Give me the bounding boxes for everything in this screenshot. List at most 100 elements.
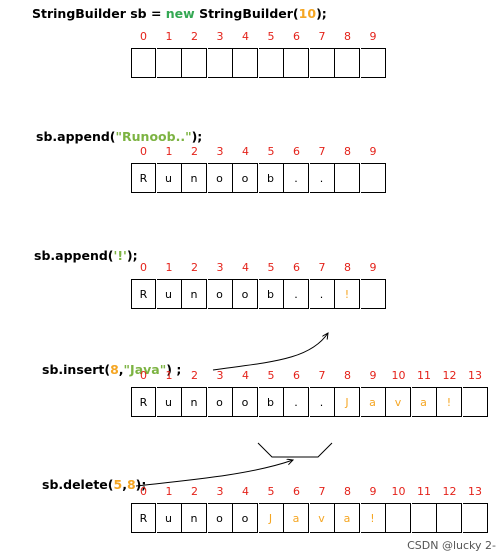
delete-range-bracket xyxy=(257,442,333,458)
index-label: 7 xyxy=(318,30,326,43)
index-label: 4 xyxy=(242,145,249,158)
index-label: 8 xyxy=(344,145,351,158)
index-label: 3 xyxy=(216,369,224,382)
code-token: StringBuilder( xyxy=(194,6,299,21)
index-label: 1 xyxy=(165,30,173,43)
array-cell: u xyxy=(156,163,182,193)
array-cell: n xyxy=(182,163,207,193)
array-cell xyxy=(182,48,207,78)
index-label: 4 xyxy=(242,30,249,43)
index-label: 7 xyxy=(318,485,326,498)
array-cell: o xyxy=(207,279,233,309)
index-label: 3 xyxy=(216,145,224,158)
array-cell: a xyxy=(335,503,360,533)
code-line-new-stringbuilder: StringBuilder sb = new StringBuilder(10)… xyxy=(32,6,327,21)
code-token: 5 xyxy=(113,477,123,492)
index-label: 10 xyxy=(391,369,406,382)
insert-arrow xyxy=(212,333,328,371)
array-cell: u xyxy=(156,503,182,533)
index-label: 1 xyxy=(165,261,173,274)
index-label: 0 xyxy=(140,145,147,158)
index-label: 3 xyxy=(216,261,224,274)
index-label: 9 xyxy=(369,145,377,158)
index-label: 2 xyxy=(191,261,198,274)
index-label: 3 xyxy=(216,485,224,498)
array-cell: n xyxy=(182,279,207,309)
index-label: 9 xyxy=(369,485,377,498)
array-cell: . xyxy=(284,163,309,193)
code-line-append-runoob: sb.append("Runoob.."); xyxy=(36,129,202,144)
array-cell: R xyxy=(131,503,156,533)
index-label: 11 xyxy=(417,369,431,382)
index-label: 0 xyxy=(140,485,147,498)
array-cell: o xyxy=(207,163,233,193)
code-token: 8 xyxy=(126,477,136,492)
index-label: 5 xyxy=(267,485,275,498)
array-cell: v xyxy=(309,503,335,533)
code-token: , xyxy=(122,477,127,492)
code-token: 10 xyxy=(298,6,317,21)
index-label: 6 xyxy=(293,261,300,274)
index-label: 6 xyxy=(293,30,300,43)
watermark: CSDN @lucky 2- xyxy=(407,539,496,552)
array-cell xyxy=(411,503,437,533)
array-cell xyxy=(233,48,258,78)
index-label: 1 xyxy=(165,369,173,382)
array-cell xyxy=(284,48,309,78)
code-token: StringBuilder sb = xyxy=(32,6,166,21)
array-cell: . xyxy=(309,163,335,193)
index-label: 3 xyxy=(216,30,224,43)
code-token: ); xyxy=(126,248,138,263)
index-label: 6 xyxy=(293,145,300,158)
array-cell: R xyxy=(131,163,156,193)
code-token: 8 xyxy=(110,362,119,377)
delete-arrow xyxy=(135,460,293,487)
code-line-delete: sb.delete(5,8); xyxy=(42,477,146,492)
array-cell xyxy=(437,503,462,533)
index-label: 5 xyxy=(267,145,275,158)
array-cell: o xyxy=(233,163,258,193)
index-label: 2 xyxy=(191,485,198,498)
index-label: 9 xyxy=(369,369,377,382)
index-label: 2 xyxy=(191,369,198,382)
array-cell: u xyxy=(156,387,182,417)
code-token: ); xyxy=(191,129,203,144)
code-token: new xyxy=(165,6,195,21)
index-label: 1 xyxy=(165,485,173,498)
array-cell: ! xyxy=(360,503,386,533)
array-cell: a xyxy=(360,387,386,417)
code-token: "Java" xyxy=(123,362,167,377)
array-cell: o xyxy=(233,503,258,533)
index-label: 8 xyxy=(344,30,351,43)
index-label: 5 xyxy=(267,30,275,43)
array-cell xyxy=(335,48,360,78)
index-label: 5 xyxy=(267,261,275,274)
array-cell: b xyxy=(258,387,284,417)
array-cell: J xyxy=(258,503,284,533)
array-cell: a xyxy=(284,503,309,533)
array-cell: o xyxy=(207,503,233,533)
array-cell: . xyxy=(284,387,309,417)
array-cell: n xyxy=(182,503,207,533)
index-label: 7 xyxy=(318,145,326,158)
array-cell: R xyxy=(131,279,156,309)
index-label: 11 xyxy=(417,485,431,498)
array-cell xyxy=(386,503,411,533)
index-label: 0 xyxy=(140,30,147,43)
array-cell: a xyxy=(411,387,437,417)
array-cell xyxy=(258,48,284,78)
array-cell xyxy=(462,387,488,417)
array-cell xyxy=(360,163,386,193)
index-label: 9 xyxy=(369,30,377,43)
array-cell xyxy=(360,279,386,309)
index-label: 9 xyxy=(369,261,377,274)
index-label: 6 xyxy=(293,369,300,382)
index-label: 7 xyxy=(318,261,326,274)
array-cell: o xyxy=(233,279,258,309)
code-token: sb.insert( xyxy=(42,362,111,377)
code-line-append-exclamation: sb.append('!'); xyxy=(34,248,138,263)
array-cell: o xyxy=(207,387,233,417)
index-label: 12 xyxy=(442,369,457,382)
code-token: ); xyxy=(135,477,147,492)
